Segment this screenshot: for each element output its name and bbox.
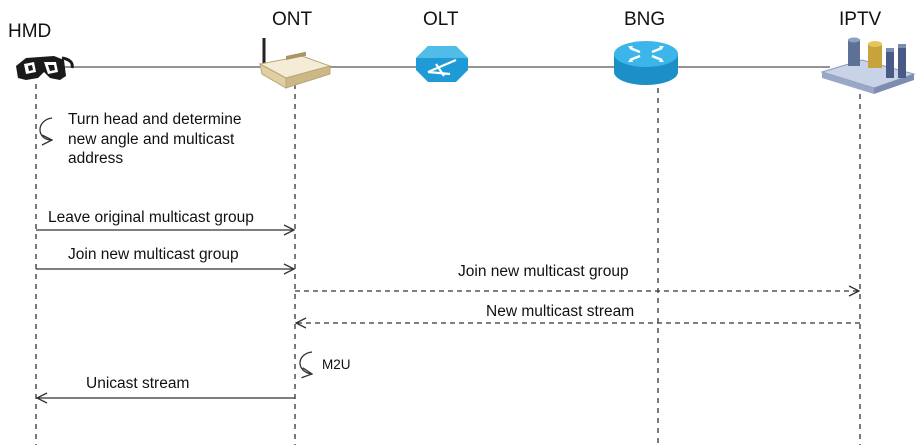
unicast-stream-label: Unicast stream xyxy=(86,375,190,392)
turn-head-line-3: address xyxy=(68,150,124,167)
entity-ont-label: ONT xyxy=(272,9,313,30)
m2u-self-arrow xyxy=(299,351,312,374)
entity-bng-label: BNG xyxy=(624,9,666,30)
vr-headset-icon xyxy=(16,56,74,80)
join-group-ont-label: Join new multicast group xyxy=(458,263,629,280)
turn-head-note: Turn head and determine new angle and mu… xyxy=(68,110,241,169)
entity-hmd-label: HMD xyxy=(8,21,52,42)
turn-head-line-2: new angle and multicast xyxy=(68,130,235,148)
new-stream-label: New multicast stream xyxy=(486,303,635,320)
leave-group-label: Leave original multicast group xyxy=(48,209,254,226)
entity-olt-label: OLT xyxy=(423,9,459,30)
switch-icon xyxy=(614,41,678,85)
server-icon xyxy=(820,37,916,94)
olt-icon xyxy=(416,46,468,82)
m2u-label: M2U xyxy=(322,357,351,372)
turn-head-self-arrow xyxy=(39,117,52,140)
join-group-hmd-label: Join new multicast group xyxy=(68,246,239,263)
entity-iptv-label: IPTV xyxy=(839,9,882,30)
router-icon xyxy=(258,38,332,89)
turn-head-line-1: Turn head and determine xyxy=(68,111,242,128)
